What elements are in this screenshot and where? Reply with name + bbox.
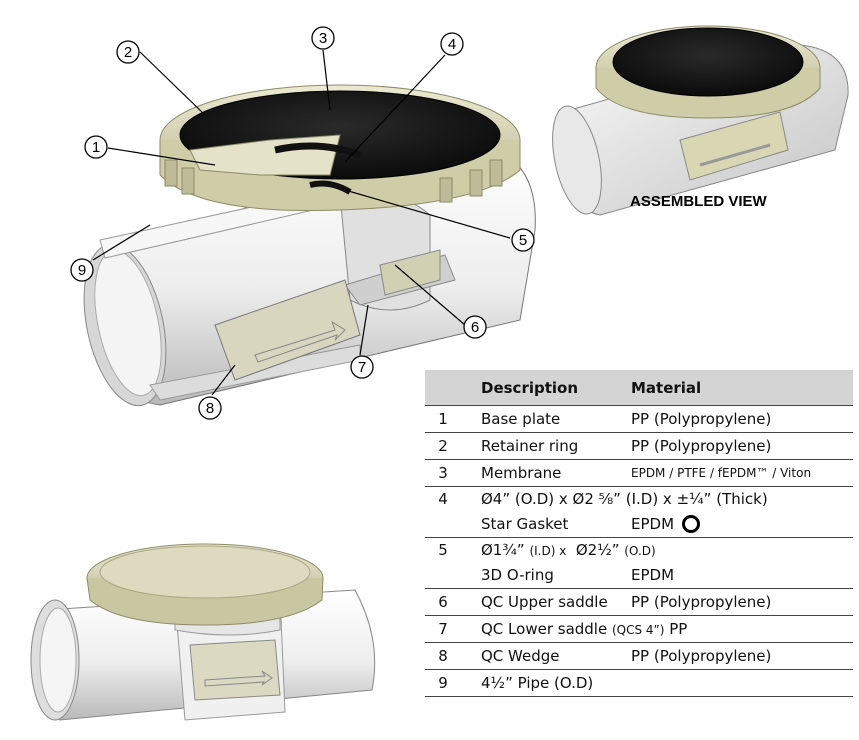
header-number bbox=[425, 370, 461, 406]
table-row: 4 Ø4” (O.D) x Ø2 ⅝” (I.D) x ±¼” (Thick) bbox=[438, 490, 768, 508]
table-row: 9 4½” Pipe (O.D) bbox=[425, 669, 853, 697]
table-row-sub: Star Gasket EPDM bbox=[425, 511, 853, 538]
callout-5: 5 bbox=[519, 232, 527, 249]
callout-3: 3 bbox=[319, 30, 327, 47]
callout-2: 2 bbox=[124, 44, 132, 61]
callout-9: 9 bbox=[78, 262, 86, 279]
callout-7: 7 bbox=[358, 359, 366, 376]
table-row: 7 QC Lower saddle (QCS 4”) PP bbox=[425, 615, 853, 643]
header-description: Description bbox=[461, 370, 631, 406]
parts-table: Description Material 1 Base plate PP (Po… bbox=[425, 370, 853, 697]
table-row: 1 Base plate PP (Polypropylene) bbox=[425, 405, 853, 433]
o-ring-icon bbox=[682, 515, 701, 534]
callout-8: 8 bbox=[206, 400, 214, 417]
callouts bbox=[92, 49, 511, 396]
callout-1: 1 bbox=[92, 139, 100, 156]
table-row: 8 QC Wedge PP (Polypropylene) bbox=[425, 642, 853, 670]
callout-4: 4 bbox=[448, 36, 456, 53]
header-material: Material bbox=[631, 370, 853, 406]
table-row: 5 Ø1¾” (I.D) x Ø2½” (O.D) bbox=[438, 541, 656, 559]
qc-wedge bbox=[214, 279, 361, 381]
table-row: 3 Membrane EPDM / PTFE / fEPDM™ / Viton bbox=[425, 459, 853, 487]
table-row: 6 QC Upper saddle PP (Polypropylene) bbox=[425, 588, 853, 616]
upper-saddle bbox=[379, 249, 441, 296]
star-gasket bbox=[274, 142, 362, 159]
cutaway-view bbox=[83, 84, 536, 407]
table-row: 2 Retainer ring PP (Polypropylene) bbox=[425, 432, 853, 460]
callout-numbers: 2 3 4 1 5 6 7 8 9 bbox=[78, 30, 527, 417]
assembled-view-label: ASSEMBLED VIEW bbox=[630, 193, 767, 210]
assembled-view bbox=[552, 25, 849, 216]
bottom-view bbox=[30, 543, 376, 721]
table-header: Description Material bbox=[425, 370, 853, 406]
table-row-sub: 3D O-ring EPDM bbox=[425, 562, 853, 589]
callout-circles bbox=[70, 26, 535, 420]
callout-6: 6 bbox=[471, 319, 479, 336]
